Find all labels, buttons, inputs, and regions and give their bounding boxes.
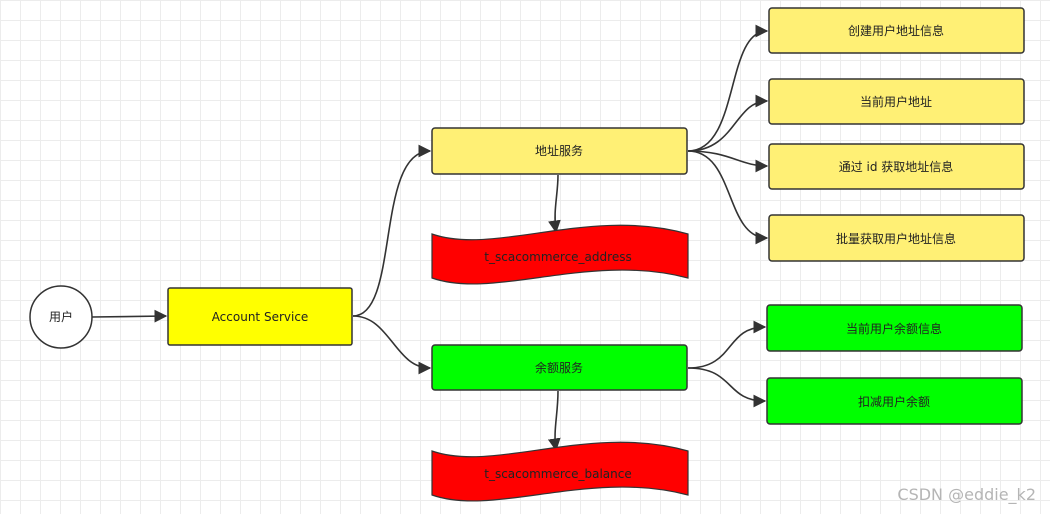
address-service-node: 地址服务: [431, 127, 688, 175]
address-op-create-box: [768, 7, 1025, 54]
balance-op-current-box: [766, 304, 1023, 352]
balance-service-node: 余额服务: [431, 344, 688, 391]
edge-address-to-op-current: [687, 94, 769, 152]
balance-service-box: [431, 344, 688, 391]
balance-op-deduct-node: 扣减用户余额: [766, 377, 1023, 425]
edge-address-to-op-batch: [687, 150, 769, 245]
edge-account-to-address: [352, 144, 432, 317]
address-op-by-id-label: 通过 id 获取地址信息: [839, 159, 954, 174]
address-service-box: [431, 127, 688, 175]
address-table-shape: [431, 224, 689, 285]
balance-op-deduct-box: [766, 377, 1023, 425]
account-service-box: [167, 287, 353, 346]
edge-balance-to-table: [547, 390, 561, 452]
edge-balance-to-op-current: [687, 320, 767, 369]
address-op-by-id-box: [768, 143, 1025, 190]
edges: [91, 24, 769, 452]
balance-table-shape: [431, 441, 689, 502]
address-op-current-box: [768, 78, 1025, 125]
user-node: 用户: [29, 285, 93, 349]
account-service-label: Account Service: [212, 310, 309, 324]
address-op-create-label: 创建用户地址信息: [848, 23, 944, 38]
address-op-create-node: 创建用户地址信息: [768, 7, 1025, 54]
address-op-current-node: 当前用户地址: [768, 78, 1025, 125]
balance-op-current-label: 当前用户余额信息: [846, 321, 942, 336]
edge-balance-to-op-deduct: [687, 367, 767, 408]
watermark: CSDN @eddie_k2: [897, 485, 1036, 504]
address-op-current-label: 当前用户地址: [860, 94, 932, 109]
address-service-label: 地址服务: [535, 143, 583, 158]
account-service-node: Account Service: [167, 287, 353, 346]
address-op-by-id-node: 通过 id 获取地址信息: [768, 143, 1025, 190]
edge-address-to-table: [548, 174, 561, 234]
balance-table-node: t_scacommerce_balance: [431, 441, 689, 502]
address-op-batch-box: [768, 214, 1025, 262]
address-op-batch-label: 批量获取用户地址信息: [836, 231, 956, 246]
edge-address-to-op-create: [687, 24, 769, 152]
address-table-node: t_scacommerce_address: [431, 224, 689, 285]
edge-user-to-account: [91, 309, 168, 323]
balance-op-deduct-label: 扣减用户余额: [858, 394, 930, 409]
address-op-batch-node: 批量获取用户地址信息: [768, 214, 1025, 262]
address-table-label: t_scacommerce_address: [484, 250, 631, 264]
edge-account-to-balance: [352, 315, 432, 375]
user-label: 用户: [49, 309, 73, 324]
balance-service-label: 余额服务: [535, 360, 583, 375]
edge-address-to-op-by-id: [687, 150, 769, 173]
balance-table-label: t_scacommerce_balance: [484, 467, 632, 481]
balance-op-current-node: 当前用户余额信息: [766, 304, 1023, 352]
